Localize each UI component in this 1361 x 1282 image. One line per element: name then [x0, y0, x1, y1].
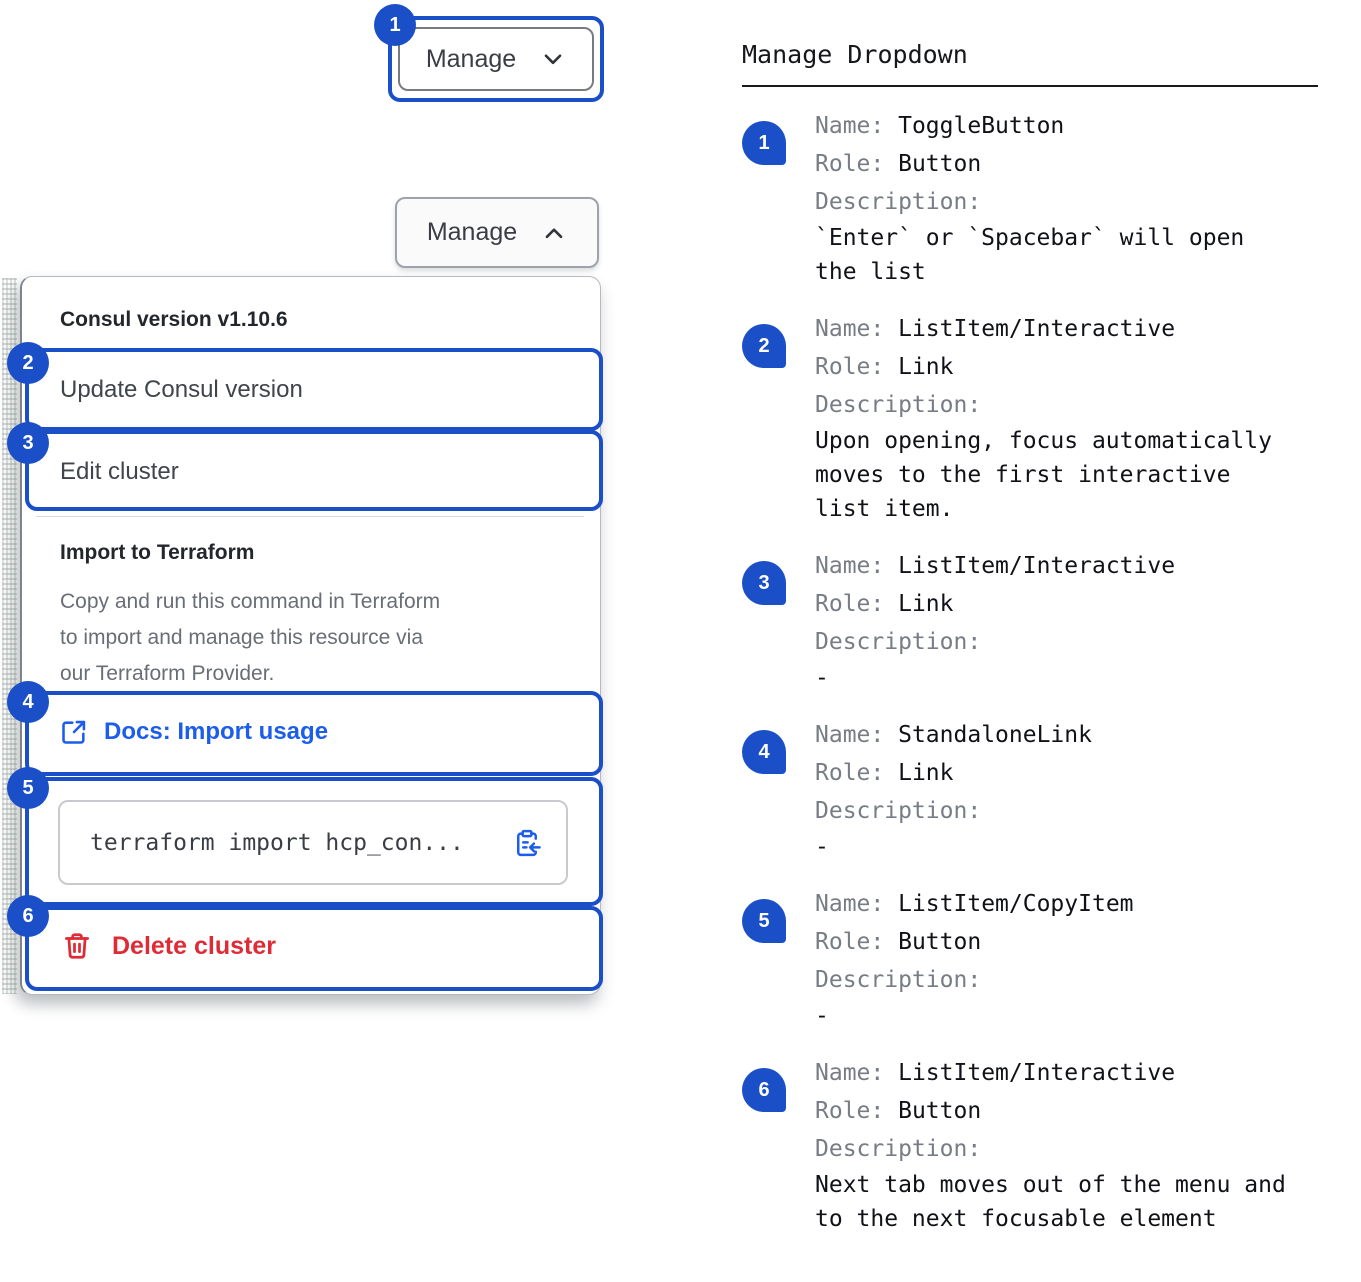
name-value: StandaloneLink [898, 722, 1092, 748]
name-value: ListItem/Interactive [898, 1060, 1176, 1086]
description-value: `Enter` or `Spacebar` will open the list [815, 225, 1245, 285]
description-value: - [815, 665, 829, 691]
manage-button-label: Manage [425, 44, 517, 73]
name-value: ToggleButton [898, 113, 1065, 139]
annotation-badge-4: 4 [7, 681, 49, 723]
annotation-doc: Manage Dropdown 1 Name: ToggleButton Rol… [742, 40, 1332, 1257]
name-label: Name: [815, 113, 885, 139]
terraform-import-copy-item[interactable]: terraform import hcp_con... [58, 800, 568, 885]
name-value: ListItem/CopyItem [898, 891, 1134, 917]
description-label: Description: [815, 629, 982, 655]
description-value: - [815, 834, 829, 860]
description-label: Description: [815, 1136, 982, 1162]
doc-title: Manage Dropdown [742, 40, 968, 69]
doc-item-1: 1 Name: ToggleButton Role: Button Descri… [742, 107, 1332, 289]
doc-badge-1: 1 [742, 121, 786, 165]
name-value: ListItem/Interactive [898, 553, 1176, 579]
description-label: Description: [815, 392, 982, 418]
role-value: Button [898, 1098, 982, 1124]
role-value: Button [898, 929, 982, 955]
description-label: Description: [815, 189, 982, 215]
role-value: Link [898, 354, 954, 380]
menu-separator [36, 516, 584, 517]
name-label: Name: [815, 316, 885, 342]
manage-button-label: Manage [426, 218, 518, 246]
description-label: Description: [815, 798, 982, 824]
chevron-down-icon [540, 46, 566, 72]
terraform-import-command: terraform import hcp_con... [90, 829, 464, 856]
doc-item-4: 4 Name: StandaloneLink Role: Link Descri… [742, 716, 1332, 864]
doc-badge-4: 4 [742, 730, 786, 774]
doc-item-6: 6 Name: ListItem/Interactive Role: Butto… [742, 1054, 1332, 1236]
import-description: Copy and run this command in Terraform t… [60, 590, 441, 685]
annotation-badge-5: 5 [7, 767, 49, 809]
description-label: Description: [815, 967, 982, 993]
manage-toggle-button-collapsed[interactable]: Manage [398, 27, 594, 91]
manage-toggle-button-expanded[interactable]: Manage [395, 197, 599, 268]
description-value: Next tab moves out of the menu and to th… [815, 1172, 1286, 1232]
external-link-icon [60, 718, 88, 746]
import-to-terraform-title: Import to Terraform [60, 541, 255, 564]
name-label: Name: [815, 722, 885, 748]
delete-cluster-label: Delete cluster [112, 931, 276, 960]
name-label: Name: [815, 891, 885, 917]
role-value: Button [898, 151, 982, 177]
docs-link-label: Docs: Import usage [104, 718, 329, 745]
left-edge-artifact [2, 278, 17, 994]
doc-item-3: 3 Name: ListItem/Interactive Role: Link … [742, 547, 1332, 695]
doc-title-rule [742, 85, 1318, 87]
role-label: Role: [815, 1098, 885, 1124]
role-label: Role: [815, 591, 885, 617]
chevron-up-icon [541, 220, 567, 246]
doc-badge-2: 2 [742, 324, 786, 368]
doc-list: 1 Name: ToggleButton Role: Button Descri… [742, 107, 1332, 1236]
trash-icon [62, 931, 92, 961]
role-label: Role: [815, 354, 885, 380]
doc-item-2: 2 Name: ListItem/Interactive Role: Link … [742, 310, 1332, 526]
name-label: Name: [815, 553, 885, 579]
name-value: ListItem/Interactive [898, 316, 1176, 342]
doc-badge-6: 6 [742, 1068, 786, 1112]
doc-item-5: 5 Name: ListItem/CopyItem Role: Button D… [742, 885, 1332, 1033]
description-value: Upon opening, focus automatically moves … [815, 428, 1272, 522]
annotation-badge-1: 1 [374, 4, 416, 46]
clipboard-copy-icon[interactable] [512, 828, 542, 858]
name-label: Name: [815, 1060, 885, 1086]
role-label: Role: [815, 760, 885, 786]
role-label: Role: [815, 151, 885, 177]
role-value: Link [898, 591, 954, 617]
docs-import-usage-link[interactable]: Docs: Import usage [60, 718, 328, 746]
annotation-badge-2: 2 [7, 342, 49, 384]
role-label: Role: [815, 929, 885, 955]
doc-badge-3: 3 [742, 561, 786, 605]
menu-item-edit-cluster[interactable]: Edit cluster [60, 458, 179, 485]
consul-version-header: Consul version v1.10.6 [60, 308, 288, 331]
description-value: - [815, 1003, 829, 1029]
annotation-badge-3: 3 [7, 422, 49, 464]
menu-item-delete-cluster[interactable]: Delete cluster [62, 931, 276, 961]
role-value: Link [898, 760, 954, 786]
annotation-badge-6: 6 [7, 895, 49, 937]
doc-badge-5: 5 [742, 899, 786, 943]
menu-item-update-consul-version[interactable]: Update Consul version [60, 376, 303, 403]
